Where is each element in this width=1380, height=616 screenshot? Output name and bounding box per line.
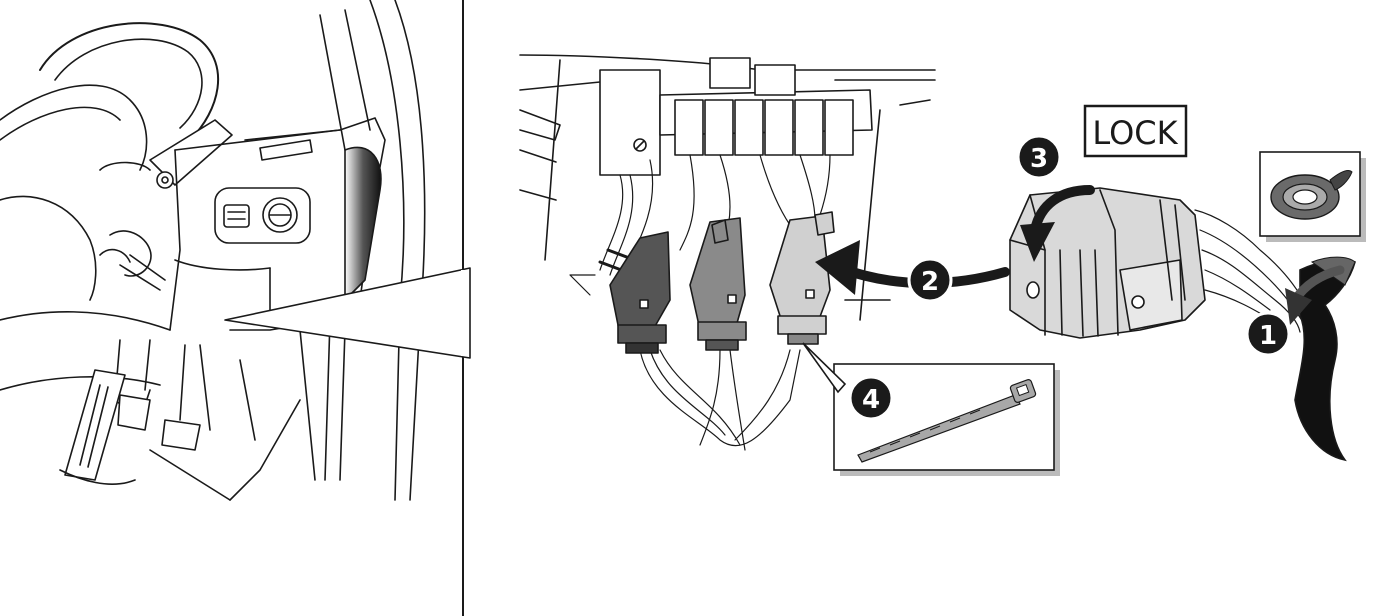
connector-mid: [690, 218, 746, 350]
dashboard-icon: [170, 0, 425, 500]
step-number-2: 2: [921, 267, 939, 297]
step-badge-1: 1: [1247, 313, 1289, 355]
step-badge-3: 3: [1018, 136, 1060, 178]
step-number-3: 3: [1030, 144, 1048, 174]
lock-label: LOCK: [1092, 114, 1178, 152]
steering-wheel-icon: [0, 23, 232, 300]
step-number-4: 4: [862, 385, 880, 415]
tape-roll-icon: [1260, 152, 1366, 242]
pedals-icon: [0, 312, 300, 500]
car-interior-view: [0, 0, 470, 500]
step-badge-4: 4: [850, 377, 892, 419]
step-badge-2: 2: [909, 259, 951, 301]
lock-label-box: LOCK: [1085, 106, 1186, 156]
step-number-1: 1: [1259, 321, 1277, 351]
connector-light: [770, 212, 834, 344]
relay-block: [600, 70, 660, 175]
